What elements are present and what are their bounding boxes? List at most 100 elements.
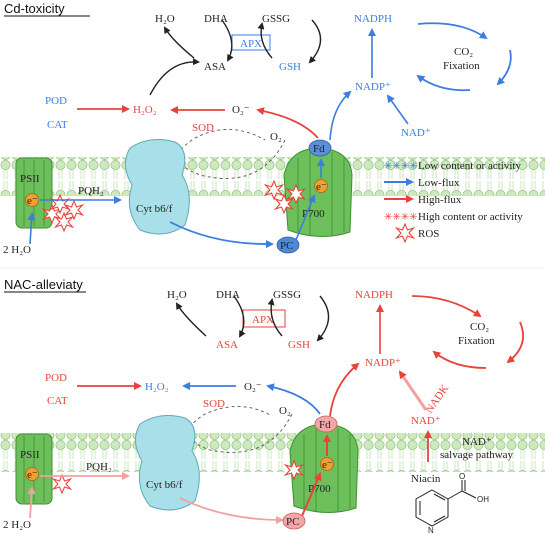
legend-ros: ROS [418,228,439,240]
p1-psii-label: PSII [20,173,40,185]
p2-water: 2 H₂O [3,519,31,531]
p2-arrow-h2o [175,302,207,337]
legend-ros-icon [395,223,415,243]
p1-psii-e: e⁻ [27,195,38,207]
p2-fd [314,415,338,433]
p2-o2-minus: O₂⁻ [244,381,262,393]
p1-cat: CAT [47,119,68,131]
p2-psii-e: e⁻ [27,469,38,481]
p2-o2: O₂ [279,405,291,417]
p2-pc [282,512,306,530]
p1-arrow-dha [221,19,234,62]
p2-arrow-pc-p700 [301,472,322,517]
p1-cytb6f [125,139,190,235]
p2-arrow-dha [233,295,246,338]
p2-fixation: Fixation [458,335,495,347]
p1-nad: NAD⁺ [401,127,431,139]
p2-arrow-fd-nadp [329,362,360,417]
p1-arrow-fd-nadp [329,90,352,141]
p1-co2: CO₂ [454,46,473,58]
p2-asa: ASA [216,339,238,351]
p1-cycle-arrow-1 [417,22,488,40]
p1-pod: POD [45,95,67,107]
p1-arrow-h2o [163,26,195,59]
p1-nadp: NADP⁺ [355,81,391,93]
p2-arrow-cyt-pc [179,497,284,524]
p2-arrow-fd-o2 [266,383,321,415]
p2-cycle-arrow-3 [432,350,487,369]
p2-sod: SOD [203,398,225,410]
p2-niacin: Niacin [411,473,441,485]
p1-fd [308,139,332,157]
p1-arrow-water [27,212,36,245]
p2-cytb6f [135,415,200,511]
p2-nadp: NADP⁺ [365,357,401,369]
p1-arrow-pc-p700 [295,194,316,241]
p1-gssg: GSSG [262,13,290,25]
p1-psi-electron [314,179,328,193]
p2-niacin-n: N [428,526,434,534]
p2-pc-label: PC [286,516,299,528]
p2-fd-label: Fd [319,419,331,431]
panel1-title: Cd-toxicity [4,1,65,16]
p1-arrow-asa [149,58,200,96]
p1-cycle-arrow-3 [416,74,471,92]
p2-pod: POD [45,372,67,384]
panel-nac-alleviaty: NAC-alleviaty H₂O DHA GSSG APX ASA GSH N… [0,277,545,534]
p1-arrow-fd-o2 [256,107,319,139]
p1-asa: ASA [204,61,226,73]
p1-pqh2: PQH₂ [78,185,104,197]
p2-cycle-arrow-1 [411,295,482,318]
p1-cycle-arrow-2 [496,49,512,86]
p2-co2: CO₂ [470,321,489,333]
p2-nadk: NADK [423,383,451,416]
p1-fd-label: Fd [313,143,325,155]
p2-h2o2: H₂O₂ [145,381,169,393]
p1-psi [283,147,353,238]
p1-arrow-gsh [257,22,273,59]
p2-dha: DHA [216,289,240,301]
p2-h2o: H₂O [167,289,187,301]
p1-cyt-label: Cyt b6/f [136,203,173,215]
p2-niacin-oh: OH [477,495,489,504]
p1-gsh: GSH [279,61,301,73]
p2-niacin-o: O [459,472,465,481]
p1-pc-label: PC [280,240,293,252]
p1-psi-e: e⁻ [316,181,327,193]
p2-psii-electron [25,467,39,481]
p1-dha: DHA [204,13,228,25]
p2-nadph: NADPH [355,289,393,301]
legend-low-content: Low content or activity [418,160,521,172]
p2-cycle-arrow-2 [506,321,524,364]
p1-sod: SOD [192,122,214,134]
p1-arrow-gssg [308,19,322,64]
p2-psii-label: PSII [20,449,40,461]
legend-high-flux: High-flux [418,194,462,206]
p1-arrow-nad-nadp [386,94,409,125]
p2-arrow-gsh [267,298,283,337]
niacin-structure [415,480,477,527]
legend-low-stars: ✳✳✳✳ [384,161,418,172]
p1-pc [276,236,300,254]
p1-fixation: Fixation [443,60,480,72]
p2-pqh2: PQH₂ [86,461,112,473]
p1-psii-electron [25,193,39,207]
p2-salvage-1: NAD⁺ [462,436,492,448]
p1-dashed-loop [178,129,286,179]
p2-arrow-gssg [316,295,330,342]
panel2-title: NAC-alleviaty [4,277,83,292]
p1-h2o2: H₂O₂ [133,104,157,116]
p1-h2o: H₂O [155,13,175,25]
p2-gssg: GSSG [273,289,301,301]
p2-arrow-water [27,486,36,519]
p2-ros-psii [52,474,72,494]
p1-o2-minus: O₂⁻ [232,104,250,116]
panel-cd-toxicity: Cd-toxicity H₂O DHA GSSG APX ASA GSH NAD… [0,1,545,256]
p2-arrow-nad-nadp [398,370,428,411]
p2-gsh: GSH [288,339,310,351]
p2-cat: CAT [47,395,68,407]
legend-high-content: High content or activity [418,211,523,223]
p1-water: 2 H₂O [3,244,31,256]
legend-high-stars: ✳✳✳✳ [384,212,418,223]
